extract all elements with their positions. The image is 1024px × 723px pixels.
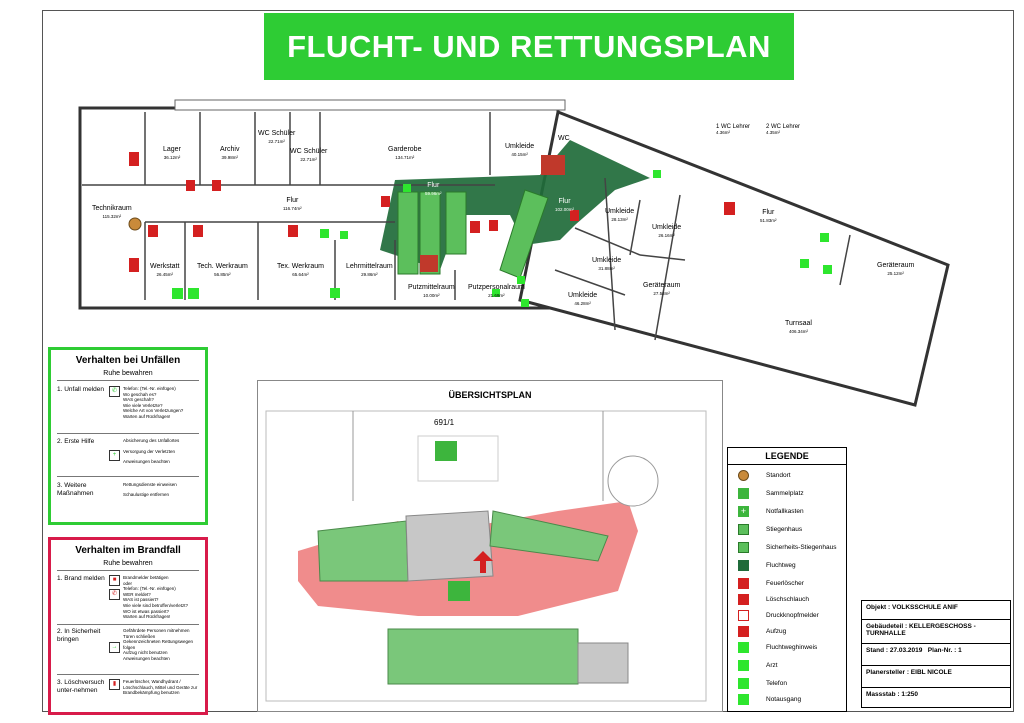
room-label: WC: [558, 135, 570, 142]
phone-icon: ✆: [109, 386, 120, 397]
info-objekt: Objekt : VOLKSSCHULE ANIF: [861, 600, 1011, 620]
unfall-step: 3. Weitere Maßnahmen Rettungsdienste ein…: [57, 482, 177, 497]
brand-step: 3. Löschversuch unter-nehmen ▮ Feuerlösc…: [57, 679, 198, 696]
divider: [57, 380, 199, 381]
exit-arrow-icon: →: [109, 642, 120, 653]
brand-title: Verhalten im Brandfall: [75, 545, 181, 556]
legend-title: LEGENDE: [728, 448, 846, 465]
divider: [57, 570, 199, 571]
unfall-subtitle: Ruhe bewahren: [103, 370, 153, 377]
fluchtweghinweis-icon: [738, 642, 749, 653]
notfallkasten-icon: +: [738, 506, 749, 517]
divider: [57, 476, 199, 477]
telefon-icon: [738, 678, 749, 689]
druckknopfmelder-icon: [738, 610, 749, 621]
unfall-title: Verhalten bei Unfällen: [75, 355, 181, 366]
info-gebaeude: Gebäudeteil : KELLERGESCHOSS - TURNHALLE: [861, 620, 1011, 644]
sammelplatz-icon: [738, 488, 749, 499]
sicherheits-stiegenhaus-icon: [738, 542, 749, 553]
standort-marker: [128, 217, 142, 231]
unfall-panel: Verhalten bei Unfällen Ruhe bewahren 1. …: [48, 347, 208, 525]
fluchtweg-icon: [738, 560, 749, 571]
building-right: [489, 510, 609, 562]
legend: LEGENDE Standort Sammelplatz + Notfallka…: [727, 447, 847, 712]
building-mid: [405, 510, 494, 582]
aufzug-icon: [738, 626, 749, 637]
overview-title: ÜBERSICHTSPLAN: [448, 390, 532, 400]
loeschschlauch-icon: [738, 594, 749, 605]
aufzug-mark: [420, 255, 438, 272]
info-planersteller: Planersteller : EIBL NICOLE: [861, 666, 1011, 688]
divider: [57, 624, 199, 625]
overview-map: ÜBERSICHTSPLAN 691/1: [257, 380, 723, 712]
arzt-icon: [738, 660, 749, 671]
notausgang-icon: [738, 694, 749, 705]
info-stand: Stand : 27.03.2019 Plan-Nr. : 1: [861, 644, 1011, 666]
phone-icon: ✆: [109, 589, 120, 600]
feuerloescher-icon: [738, 578, 749, 589]
overview-drawing: [265, 410, 707, 702]
info-massstab: Massstab : 1:250: [861, 688, 1011, 708]
top-wall: [174, 99, 566, 111]
brand-step: 1. Brand melden ■ ✆ Brandmelder betätige…: [57, 575, 188, 620]
first-aid-icon: +: [109, 450, 120, 461]
plan-title: FLUCHT- UND RETTUNGSPLAN: [287, 29, 771, 64]
title-banner: FLUCHT- UND RETTUNGSPLAN: [264, 13, 794, 80]
building-bottom: [387, 628, 579, 685]
unfall-step: 2. Erste Hilfe + Absicherung des Unfallo…: [57, 438, 180, 465]
stiegenhaus-icon: [738, 524, 749, 535]
stair-middle: [445, 191, 467, 255]
standort-icon: [738, 470, 749, 481]
fire-alarm-icon: ■: [109, 575, 120, 586]
unfall-step: 1. Unfall melden ✆ Telefon: (Tel.-Nr. ei…: [57, 386, 184, 419]
aufzug-mark-2: [541, 155, 565, 175]
brand-subtitle: Ruhe bewahren: [103, 560, 153, 567]
feuerloescher-markers: [129, 152, 735, 272]
brand-panel: Verhalten im Brandfall Ruhe bewahren 1. …: [48, 537, 208, 715]
brand-step: 2. In Sicherheit bringen → Gefährdete Pe…: [57, 628, 194, 661]
building-left: [317, 520, 409, 582]
divider: [57, 674, 199, 675]
fluchtweghinweis-markers: [172, 170, 832, 307]
extinguisher-icon: ▮: [109, 679, 120, 690]
divider: [57, 433, 199, 434]
parcel-label: 691/1: [434, 418, 455, 427]
